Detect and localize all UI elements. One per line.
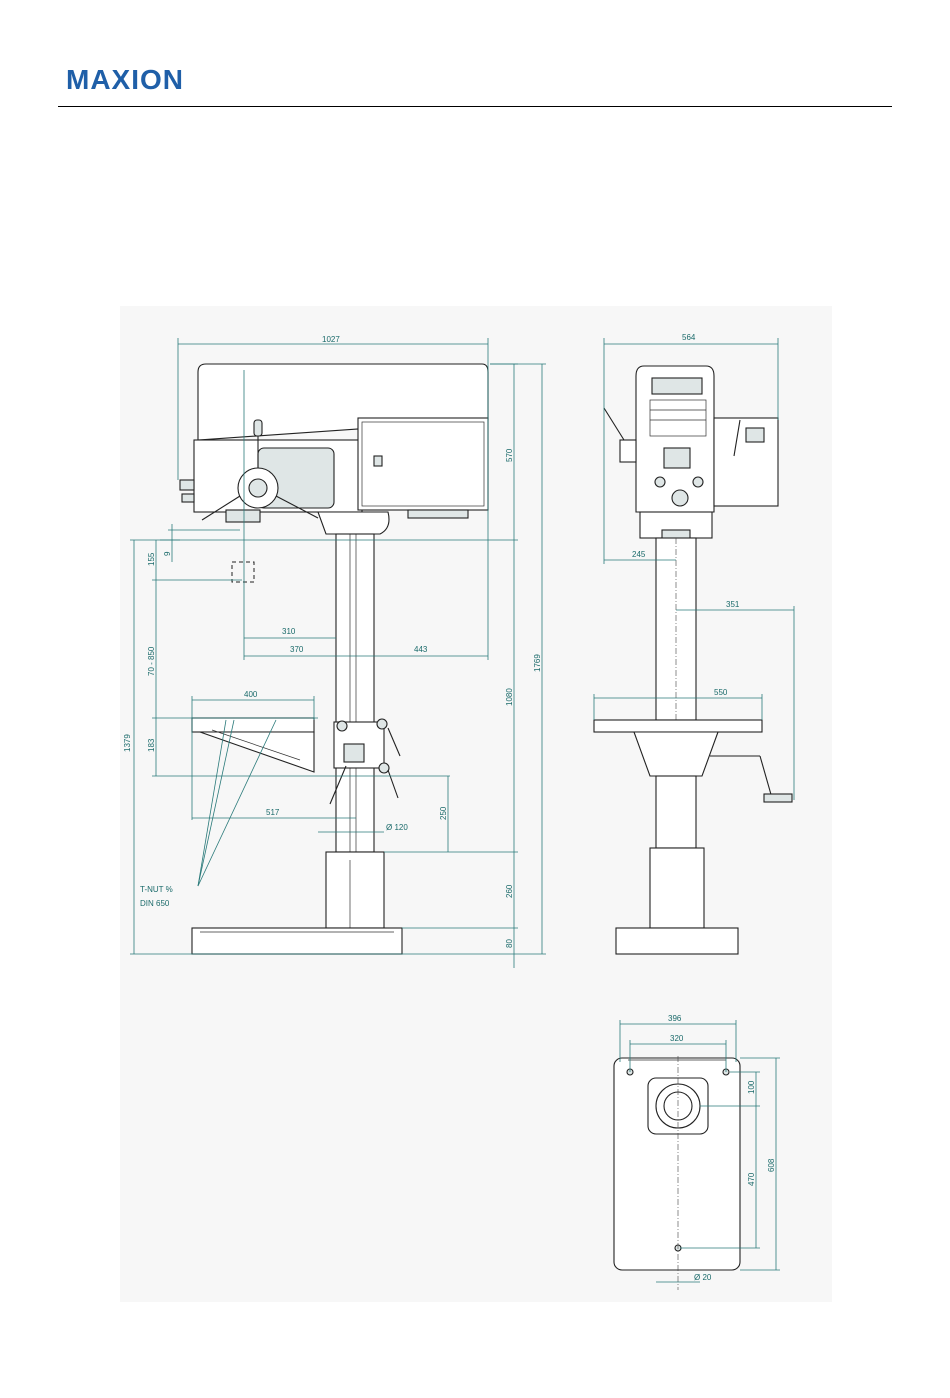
dim-overall-width: 1027: [322, 335, 340, 344]
dim-total-height: 1769: [533, 654, 542, 672]
tnut-note-line1: T-NUT %: [140, 885, 173, 894]
dim-155: 155: [147, 552, 156, 566]
dim-base-470: 470: [747, 1172, 756, 1186]
side-view: 1027 570 1769 1080 260 80 1379 9 155 70 …: [123, 335, 546, 968]
dim-260: 260: [505, 884, 514, 898]
dim-base-100: 100: [747, 1080, 756, 1094]
technical-drawing: 1027 570 1769 1080 260 80 1379 9 155 70 …: [120, 306, 832, 1302]
dim-370: 370: [290, 645, 304, 654]
base-view: 396 320 100 470 608 Ø 20: [614, 1014, 780, 1290]
dim-base-height: 80: [505, 939, 514, 948]
dim-front-width: 564: [682, 333, 696, 342]
dim-517: 517: [266, 808, 280, 817]
dim-table-base: 1379: [123, 734, 132, 752]
dim-183: 183: [147, 738, 156, 752]
dim-310: 310: [282, 627, 296, 636]
dim-table-width: 400: [244, 690, 258, 699]
dim-column-dia: Ø 120: [386, 823, 408, 832]
dim-base-inner: 320: [670, 1034, 684, 1043]
dim-9: 9: [163, 551, 172, 556]
header-rule: [58, 106, 892, 107]
dim-travel: 70 - 850: [147, 646, 156, 676]
dim-base-outer: 396: [668, 1014, 682, 1023]
dim-245: 245: [632, 550, 646, 559]
dim-base-608: 608: [767, 1158, 776, 1172]
dim-hole-dia: Ø 20: [694, 1273, 712, 1282]
dim-351: 351: [726, 600, 740, 609]
dim-250: 250: [439, 806, 448, 820]
dim-front-table: 550: [714, 688, 728, 697]
front-view: 564 245 351 550: [594, 333, 794, 956]
maxion-logo: MAXION: [66, 64, 184, 96]
dim-column-height: 1080: [505, 688, 514, 706]
dim-head-height: 570: [505, 448, 514, 462]
tnut-note-line2: DIN 650: [140, 899, 170, 908]
dim-443: 443: [414, 645, 428, 654]
